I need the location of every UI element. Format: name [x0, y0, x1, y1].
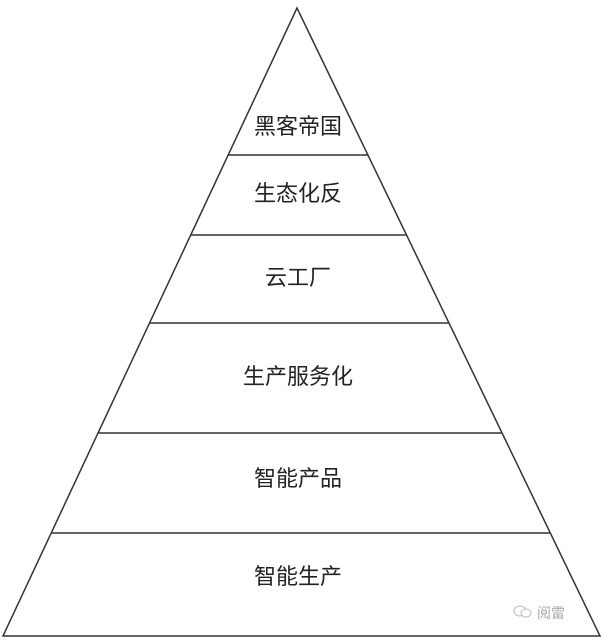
- level-label: 智能生产: [253, 565, 342, 590]
- watermark-text: 阅雷: [537, 606, 565, 622]
- level-label: 云工厂: [264, 266, 331, 291]
- level-label: 智能产品: [253, 467, 342, 492]
- level-label: 生态化反: [253, 182, 342, 207]
- pyramid-outline: [1, 6, 602, 637]
- watermark: 阅雷: [513, 603, 565, 623]
- level-label: 生产服务化: [242, 365, 353, 390]
- level-label: 黑客帝国: [253, 115, 342, 140]
- wechat-icon: [513, 604, 533, 622]
